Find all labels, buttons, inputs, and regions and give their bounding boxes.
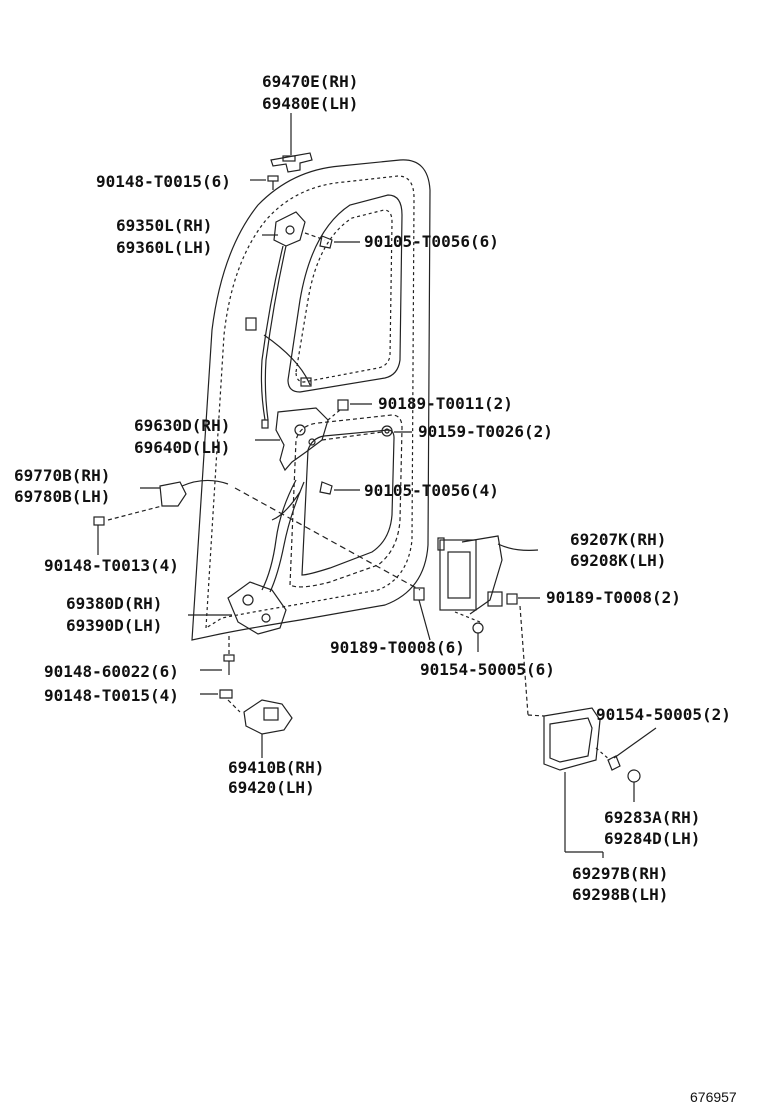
- label-lower-hinge-rh[interactable]: 69410B(RH): [228, 758, 325, 777]
- screw-50005-6-part: [472, 622, 484, 652]
- link-rods: [234, 479, 421, 593]
- label-upper-lock-lh[interactable]: 69360L(LH): [116, 238, 213, 257]
- label-lower-hinge-lh[interactable]: 69420(LH): [228, 778, 315, 797]
- label-lower-lock-lh[interactable]: 69390D(LH): [66, 616, 163, 635]
- label-inside-handle-lh[interactable]: 69208K(LH): [570, 551, 667, 570]
- label-bezel-cap-lh[interactable]: 69284D(LH): [604, 829, 701, 848]
- door-panel: [191, 159, 431, 641]
- clip-t0008-left-part: [413, 587, 431, 641]
- label-clip-t0011[interactable]: 90189-T0011(2): [378, 394, 513, 413]
- label-screw-50005-2[interactable]: 90154-50005(2): [596, 705, 731, 724]
- label-bolt-t0015-4[interactable]: 90148-T0015(4): [44, 686, 179, 705]
- label-bolt-upper-lock[interactable]: 90105-T0056(6): [364, 232, 499, 251]
- figure-number: 676957: [690, 1089, 737, 1105]
- bolt-upper-part: [250, 175, 279, 190]
- clip-t0008-right-part: [506, 593, 540, 716]
- inside-handle-part: [437, 535, 539, 623]
- label-center-lock-rh[interactable]: 69630D(RH): [134, 416, 231, 435]
- label-bezel-lh[interactable]: 69298B(LH): [572, 885, 669, 904]
- bolt-center-part: [319, 481, 360, 495]
- label-nut-t0026[interactable]: 90159-T0026(2): [418, 422, 553, 441]
- bezel-cap-part: [627, 769, 641, 802]
- label-hinge-upper-lh[interactable]: 69480E(LH): [262, 94, 359, 113]
- upper-hinge-part: [270, 113, 313, 173]
- label-clip-t0008-left[interactable]: 90189-T0008(6): [330, 638, 465, 657]
- label-bolt-center[interactable]: 90105-T0056(4): [364, 481, 499, 500]
- label-upper-lock-rh[interactable]: 69350L(RH): [116, 216, 213, 235]
- label-bolt-upper[interactable]: 90148-T0015(6): [96, 172, 231, 191]
- label-cable-assy-rh[interactable]: 69770B(RH): [14, 466, 111, 485]
- nut-t0026-part: [321, 425, 412, 441]
- lower-hinge-part: [243, 699, 293, 758]
- label-center-lock-lh[interactable]: 69640D(LH): [134, 438, 231, 457]
- label-inside-handle-rh[interactable]: 69207K(RH): [570, 530, 667, 549]
- label-hinge-upper-rh[interactable]: 69470E(RH): [262, 72, 359, 91]
- clip-t0011-part: [337, 399, 372, 411]
- cable-assy-part: [93, 479, 229, 555]
- label-bezel-cap-rh[interactable]: 69283A(RH): [604, 808, 701, 827]
- center-lock-part: [255, 407, 341, 472]
- screw-50005-2-part: [595, 727, 657, 771]
- bolt-upper-lock-part: [319, 235, 360, 249]
- label-bolt-60022[interactable]: 90148-60022(6): [44, 662, 179, 681]
- label-screw-50005-6[interactable]: 90154-50005(6): [420, 660, 555, 679]
- label-cable-assy-lh[interactable]: 69780B(LH): [14, 487, 111, 506]
- label-screw-t0013[interactable]: 90148-T0013(4): [44, 556, 179, 575]
- bolt-t0015-4-part: [200, 689, 241, 713]
- bolt-60022-part: [200, 636, 235, 675]
- upper-lock-part: [245, 211, 326, 429]
- label-clip-t0008-right[interactable]: 90189-T0008(2): [546, 588, 681, 607]
- label-bezel-rh[interactable]: 69297B(RH): [572, 864, 669, 883]
- bezel-part: [527, 707, 604, 858]
- lower-lock-part: [188, 581, 287, 635]
- label-lower-lock-rh[interactable]: 69380D(RH): [66, 594, 163, 613]
